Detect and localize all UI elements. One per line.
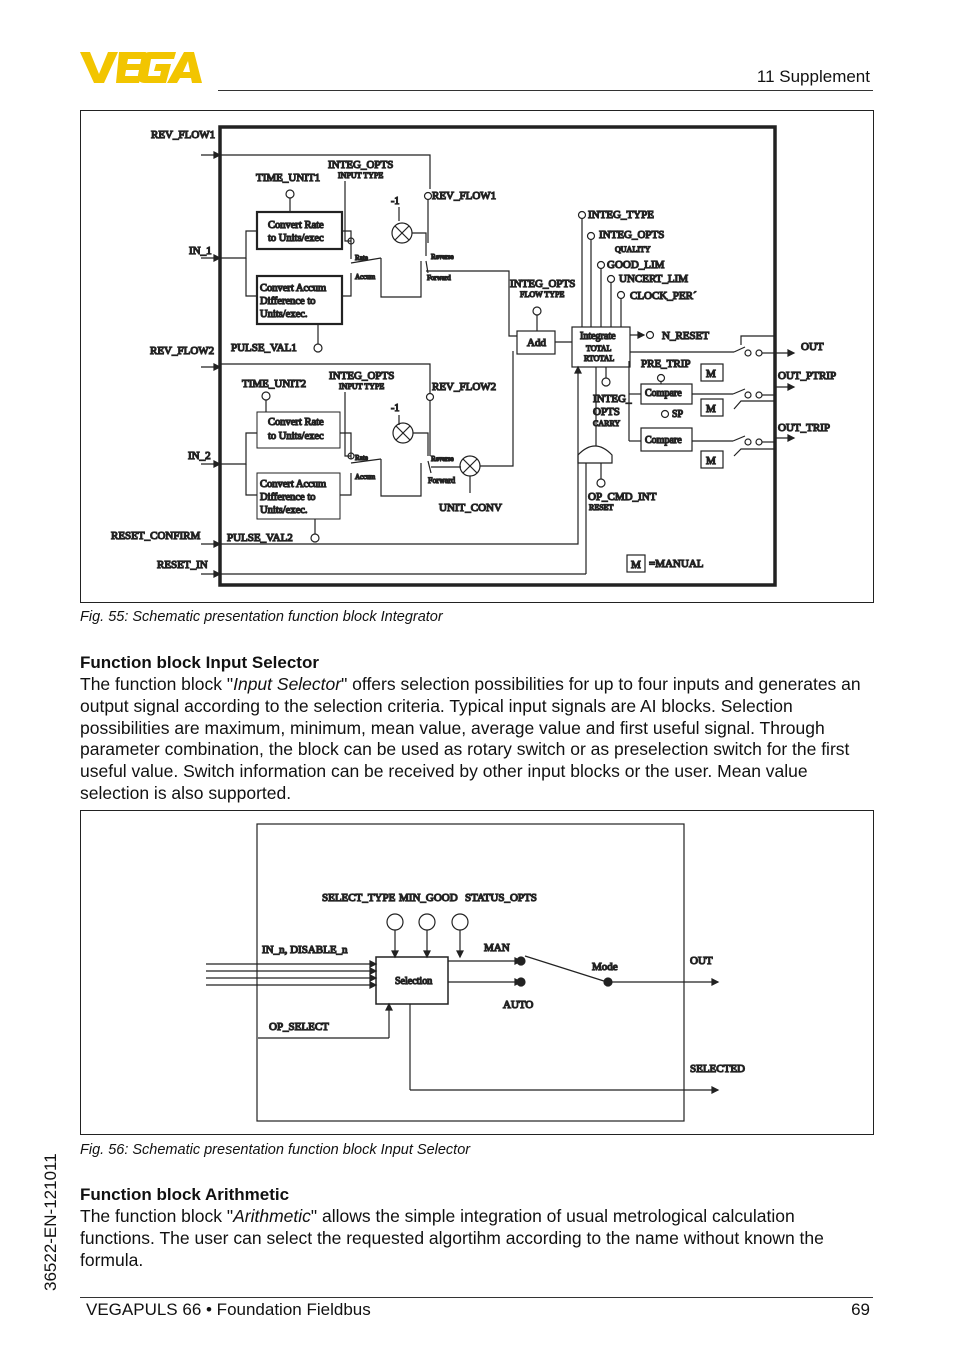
label-compare2: Compare [645,435,682,446]
document-code: 36522-EN-121011 [41,1153,60,1291]
label-integ-type: INTEG_TYPE [588,209,654,221]
label-rev-flow2-in: REV_FLOW2 [150,345,214,357]
section-label: 11 Supplement [756,67,870,86]
label-convert-rate1-l2: to Units/exec [268,233,324,244]
header-rule [218,90,873,91]
label-reset-in: RESET_IN [157,559,208,571]
label-selected: SELECTED [690,1063,745,1075]
label-forward1: Forward [427,274,451,282]
label-minus1b: -1 [391,403,399,414]
label-convert-accum2-l3: Units/exec. [260,505,308,516]
label-pulse-val1: PULSE_VAL1 [231,342,297,354]
paragraph-input-selector: The function block "Input Selector" offe… [80,674,861,803]
label-out: OUT [690,955,713,967]
label-selection: Selection [395,976,432,987]
footer-rule [80,1297,873,1298]
label-n-reset: N_RESET [662,330,709,342]
figure-input-selector: SELECT_TYPE MIN_GOOD STATUS_OPTS IN_n, D… [80,810,874,1135]
label-auto: AUTO [503,999,533,1011]
label-convert-accum1-l3: Units/exec. [260,309,308,320]
integrator-diagram: REV_FLOW1 IN_1 REV_FLOW2 IN_2 RESET_CONF… [110,125,837,587]
label-flow-type: FLOW TYPE [520,290,564,299]
label-input-type1: INPUT TYPE [338,171,383,180]
label-add: Add [527,337,546,349]
label-reset-confirm: RESET_CONFIRM [111,530,200,542]
label-reset-sub: RESET [589,503,614,512]
label-forward2: Forward [428,476,455,485]
label-m2: M [706,403,716,415]
figure56-caption: Fig. 56: Schematic presentation function… [80,1142,471,1158]
label-total: TOTAL [586,344,612,353]
label-out-trip: OUT_TRIP [778,422,830,434]
label-status-opts: STATUS_OPTS [465,892,537,904]
label-man: MAN [484,942,510,954]
label-rev-flow1-in: REV_FLOW1 [151,129,215,141]
label-m3: M [706,455,716,467]
label-opts: OPTS [593,406,620,418]
label-accum1: Accum [355,273,376,281]
label-compare1: Compare [645,388,682,399]
label-mode: Mode [592,961,618,973]
heading-arithmetic: Function block Arithmetic [80,1185,290,1204]
footer-product: VEGAPULS 66 • Foundation Fieldbus [86,1300,371,1319]
label-manual: =MANUAL [649,558,704,570]
footer-page-number: 69 [851,1300,870,1319]
label-good-lim: GOOD_LIM [607,259,665,271]
label-rtotal: RTOTAL [584,354,614,363]
label-integ-opts-flow: INTEG_OPTS [510,278,575,290]
label-in1: IN_1 [189,245,212,257]
label-reverse1: Reverse [431,253,454,261]
label-integ-opts1: INTEG_OPTS [328,159,393,171]
heading-input-selector: Function block Input Selector [80,653,319,672]
input-selector-diagram: SELECT_TYPE MIN_GOOD STATUS_OPTS IN_n, D… [206,823,746,1122]
label-min-good: MIN_GOOD [399,892,458,904]
label-out: OUT [801,341,824,353]
label-input-type2: INPUT TYPE [339,382,384,391]
label-uncert-lim: UNCERT_LIM [619,273,688,285]
label-unit-conv: UNIT_CONV [439,502,502,514]
label-in-n: IN_n, DISABLE_n [262,944,348,956]
label-time-unit2: TIME_UNIT2 [242,378,306,390]
label-convert-accum2-l2: Difference to [260,492,315,503]
label-integ-opts-q: INTEG_OPTS [599,229,664,241]
label-clock-per: CLOCK_PER´ [630,290,697,302]
label-convert-accum1-l2: Difference to [260,296,315,307]
label-convert-rate1-l1: Convert Rate [268,220,324,231]
label-convert-rate2-l1: Convert Rate [268,417,324,428]
label-pre-trip: PRE_TRIP [641,358,691,370]
label-op-select: OP_SELECT [269,1021,329,1033]
label-time-unit1: TIME_UNIT1 [256,172,320,184]
label-out-ptrip: OUT_PTRIP [778,370,836,382]
label-m-legend: M [631,559,641,571]
label-minus1a: -1 [391,196,399,207]
label-integ-opts2: INTEG_OPTS [329,370,394,382]
figure55-caption: Fig. 55: Schematic presentation function… [80,609,443,625]
label-rev-flow2: REV_FLOW2 [432,381,496,393]
figure-integrator: REV_FLOW1 IN_1 REV_FLOW2 IN_2 RESET_CONF… [80,110,874,603]
label-in2: IN_2 [188,450,211,462]
label-select-type: SELECT_TYPE [322,892,396,904]
label-quality: QUALITY [615,245,651,254]
label-rev-flow1: REV_FLOW1 [432,190,496,202]
label-m1: M [706,368,716,380]
label-convert-rate2-l2: to Units/exec [268,431,324,442]
label-rate1: Rate [355,254,368,262]
label-sp: SP [672,409,684,420]
label-convert-accum2-l1: Convert Accum [260,479,326,490]
paragraph-arithmetic: The function block "Arithmetic" allows t… [80,1206,824,1270]
label-accum2: Accum [355,473,376,481]
label-carry: CARRY [593,419,620,428]
label-integrate: Integrate [580,331,616,342]
label-rate2: Rate [355,454,368,462]
label-integ: INTEG_ [593,393,632,405]
label-reverse2: Reverse [431,455,454,463]
label-op-cmd-int: OP_CMD_INT [588,491,657,503]
label-pulse-val2: PULSE_VAL2 [227,532,293,544]
vega-logo [80,52,202,83]
label-convert-accum1-l1: Convert Accum [260,283,326,294]
